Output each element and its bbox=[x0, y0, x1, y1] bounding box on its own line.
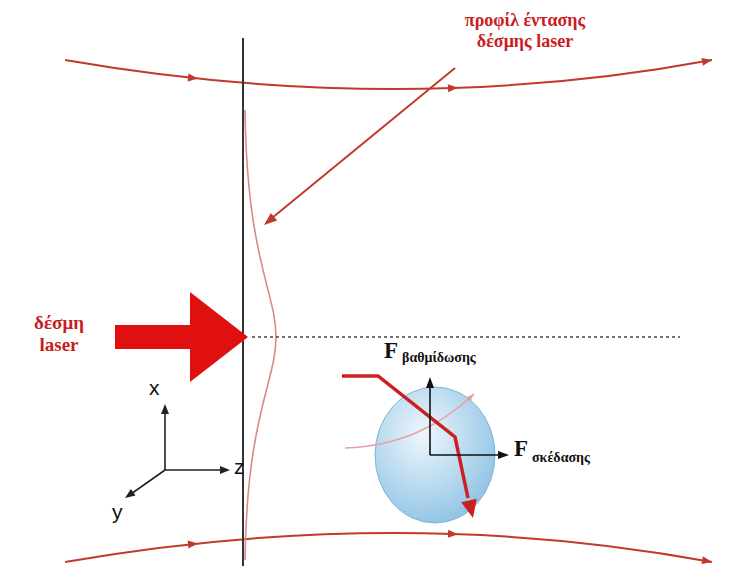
leader-line bbox=[272, 68, 455, 218]
axis-label: x bbox=[149, 376, 160, 400]
ray-arrowhead bbox=[466, 392, 476, 402]
intensity-profile bbox=[245, 110, 276, 560]
ray-arrowhead bbox=[461, 499, 481, 520]
beam-axis bbox=[252, 336, 680, 338]
laser-arrow bbox=[115, 292, 248, 382]
force-symbol: F bbox=[384, 338, 398, 364]
axis-arrowheads bbox=[123, 404, 230, 501]
force-symbol: F bbox=[514, 436, 528, 462]
coordinate-axes bbox=[131, 412, 222, 494]
scattering-force-arrow bbox=[430, 454, 500, 456]
beam-label: δέσμη laser bbox=[28, 312, 90, 356]
arrowhead bbox=[426, 377, 434, 388]
axis-label: z bbox=[234, 455, 245, 479]
gradient-force-arrow bbox=[429, 386, 431, 455]
leader-arrowhead bbox=[261, 213, 277, 229]
axis-label: y bbox=[112, 500, 123, 524]
callout-label: προφίλ έντασης δέσμης laser bbox=[450, 10, 600, 51]
plane-line bbox=[242, 38, 244, 566]
beam-edge bbox=[65, 533, 712, 562]
force-subscript: βαθμίδωσης bbox=[402, 350, 476, 366]
refracted-ray bbox=[342, 376, 468, 498]
beam-arrowheads bbox=[188, 56, 713, 566]
beam-edge bbox=[65, 60, 712, 89]
arrowhead bbox=[498, 451, 509, 459]
force-subscript: σκέδασης bbox=[532, 450, 590, 466]
